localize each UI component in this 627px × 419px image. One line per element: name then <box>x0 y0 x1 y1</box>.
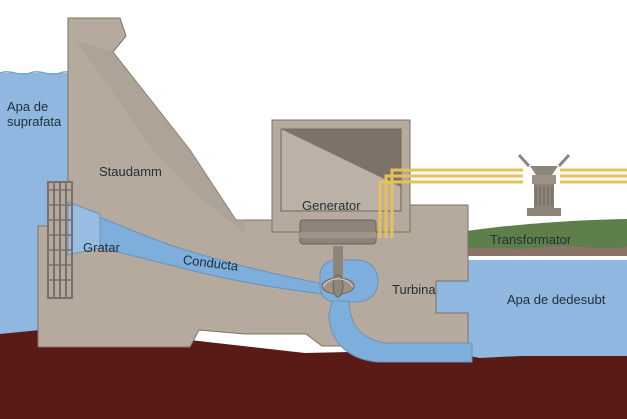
generator-room-shadow <box>281 129 401 187</box>
transformer-label: Transformator <box>490 232 572 247</box>
riverbank-hill <box>455 219 627 256</box>
draft-tube <box>328 300 473 363</box>
generator-shaft <box>333 246 343 282</box>
intake-grate-label: Gratar <box>83 240 120 255</box>
dam-label: Staudamm <box>99 164 162 179</box>
downstream-water-label: Apa de dedesubt <box>507 292 606 307</box>
intake-funnel <box>67 201 101 256</box>
trash-rack-bars <box>48 182 72 298</box>
generator-band <box>300 232 376 238</box>
power-lines <box>378 168 627 238</box>
dam-shadow <box>76 40 245 233</box>
upstream-water-label: Apa de suprafata <box>7 99 61 129</box>
upstream-water-label-line-1: Apa de <box>7 99 49 114</box>
turbine-label: Turbina <box>392 282 436 297</box>
riverbank-stones <box>455 246 627 256</box>
generator-label: Generator <box>302 198 361 213</box>
ground <box>0 330 627 419</box>
left-edge <box>37 226 190 348</box>
turbine-icon <box>321 274 355 298</box>
transformer-icon <box>517 153 571 216</box>
upstream-water-label-line-2: suprafata <box>7 114 62 129</box>
